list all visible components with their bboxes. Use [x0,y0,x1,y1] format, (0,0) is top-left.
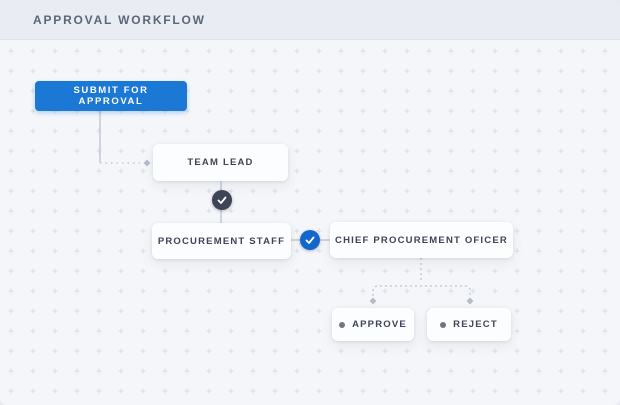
workflow-node-approve[interactable]: APPROVE [332,308,414,341]
node-label: TEAM LEAD [187,157,254,168]
workflow-node-team-lead[interactable]: TEAM LEAD [153,144,288,181]
arrowhead-diamond-icon [466,297,474,305]
check-icon [305,236,315,244]
submit-for-approval-button[interactable]: SUBMIT FOR APPROVAL [35,81,187,111]
node-label: APPROVE [352,319,407,330]
node-label: CHIEF PROCUREMENT OFICER [335,234,508,246]
step-complete-badge [300,230,320,250]
workflow-node-chief-procurement-officer[interactable]: CHIEF PROCUREMENT OFICER [330,222,513,258]
check-icon [217,196,227,204]
status-dot-icon [440,321,447,328]
workflow-node-reject[interactable]: REJECT [427,308,511,341]
step-complete-badge [212,190,232,210]
node-label: REJECT [453,319,498,330]
page-title: APPROVAL WORKFLOW [33,12,206,27]
node-label: PROCUREMENT STAFF [157,235,286,247]
arrowhead-diamond-icon [369,297,377,305]
status-dot-icon [339,321,346,328]
header-bar: APPROVAL WORKFLOW [0,0,620,40]
arrowhead-diamond-icon [143,159,151,167]
workflow-node-procurement-staff[interactable]: PROCUREMENT STAFF [152,223,291,259]
